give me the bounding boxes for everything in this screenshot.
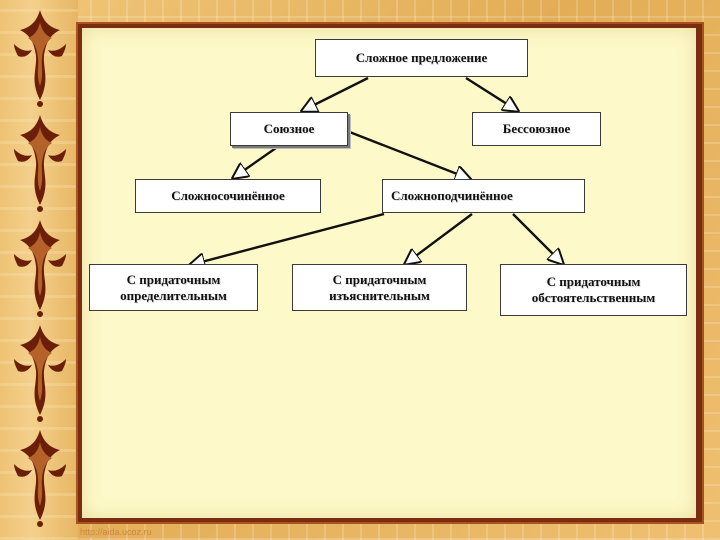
node-label: Союзное bbox=[263, 121, 315, 136]
node-label-line-2: определительным bbox=[120, 287, 227, 303]
node-asyndetic: Бессоюзное bbox=[472, 112, 601, 146]
arrow-complex-to-explanatory bbox=[405, 213, 473, 264]
node-label-line-2: изъяснительным bbox=[329, 287, 430, 303]
arrow-root-to-nonunion bbox=[465, 76, 518, 111]
node-complex-subordinate-sentence: Сложноподчинённое bbox=[382, 179, 585, 213]
node-label: Бессоюзное bbox=[502, 121, 571, 136]
node-complex-sentence: Сложное предложение bbox=[315, 39, 528, 77]
arrow-root-to-union bbox=[302, 76, 369, 111]
node-attributive-clause: С придаточным определительным bbox=[89, 264, 258, 311]
node-label-line-1: С придаточным bbox=[332, 271, 427, 287]
node-label-line-1: С придаточным bbox=[546, 274, 641, 289]
watermark-url: http://aida.ucoz.ru bbox=[80, 527, 152, 537]
node-compound-sentence: Сложносочинённое bbox=[135, 179, 321, 213]
node-explanatory-clause: С придаточным изъяснительным bbox=[292, 264, 467, 311]
arrow-complex-to-adverbial bbox=[512, 213, 563, 264]
node-adverbial-clause: С придаточным обстоятельственным bbox=[500, 264, 687, 316]
node-label: Сложное предложение bbox=[355, 50, 488, 65]
node-label: Сложноподчинённое bbox=[391, 188, 513, 203]
arrow-complex-to-attributive bbox=[190, 212, 385, 265]
node-label: Сложносочинённое bbox=[171, 188, 285, 203]
arrow-union-to-compound bbox=[233, 147, 277, 178]
node-label-line-1: С придаточным bbox=[126, 271, 221, 287]
node-label-line-2: обстоятельственным bbox=[531, 290, 656, 305]
node-conjunctive: Союзное bbox=[230, 112, 348, 146]
arrow-union-to-complex bbox=[346, 129, 470, 179]
